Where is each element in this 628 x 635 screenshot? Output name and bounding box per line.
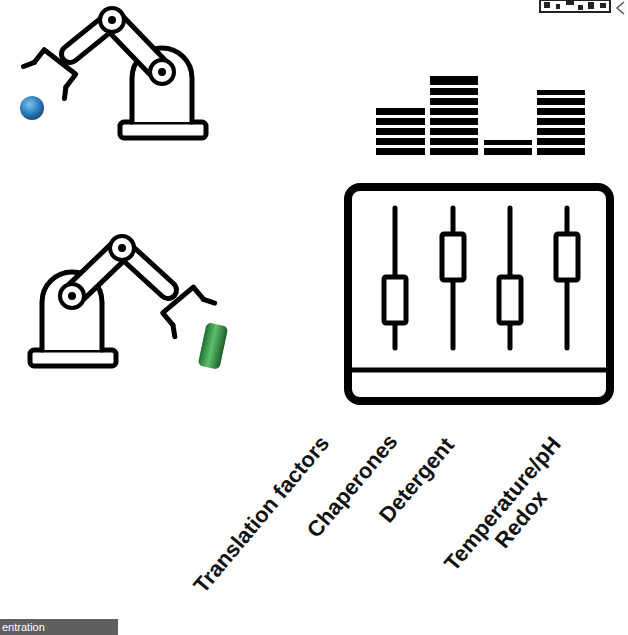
robot-joint (100, 8, 124, 32)
bar-column (484, 140, 532, 155)
bar-column (537, 90, 585, 155)
robot-joint-pin (158, 68, 166, 76)
level-bar (430, 88, 478, 95)
edge-mark (617, 2, 624, 14)
robot-joint (110, 236, 134, 260)
robot-arm (30, 236, 228, 370)
tab-text: entration (2, 619, 118, 635)
robot-joint-pin (68, 292, 76, 300)
level-bar (430, 148, 478, 155)
mixer-panel (348, 187, 610, 401)
gripper-finger (24, 59, 35, 71)
robot-base (120, 122, 206, 138)
level-bar (537, 138, 585, 145)
slider-knob (442, 234, 464, 280)
panel-divider (348, 368, 610, 373)
level-bar (376, 118, 425, 125)
robot-joint (150, 60, 174, 84)
axis-label: Temperature/pH Redox (439, 431, 585, 592)
robot-joint-pin (108, 16, 116, 24)
panel-frame (348, 187, 610, 401)
slider-knob (556, 234, 578, 280)
gripper-claw (163, 287, 204, 325)
gripper-finger (168, 325, 179, 337)
level-bar (430, 76, 478, 85)
qr-cell (556, 4, 560, 9)
gripper-finger (60, 87, 71, 99)
bar-column (430, 76, 478, 155)
slider-knob (384, 277, 406, 323)
level-bar (376, 138, 425, 145)
level-bar (537, 90, 585, 95)
level-bar (376, 148, 425, 155)
qr-cell (544, 2, 550, 8)
level-bar (537, 128, 585, 135)
bar-column (376, 108, 425, 155)
robot-arm (20, 8, 206, 138)
qr-cell (588, 2, 594, 9)
level-bar (430, 98, 478, 105)
level-bar (376, 108, 425, 115)
robot-joint (60, 284, 84, 308)
qr-cell (600, 3, 606, 8)
caption-tab: entration (0, 619, 118, 635)
level-bars (376, 76, 585, 155)
gripper-finger (204, 296, 215, 308)
level-bar (537, 108, 585, 115)
level-bar (484, 140, 532, 145)
robot-base (30, 350, 116, 366)
qr-cell (578, 5, 583, 10)
level-bar (376, 128, 425, 135)
level-bar (537, 118, 585, 125)
blue-sphere (20, 96, 44, 120)
robot-gripper (24, 46, 81, 99)
level-bar (430, 128, 478, 135)
robot-joint-pin (118, 244, 126, 252)
level-bar (537, 98, 585, 105)
qr-frame (540, 0, 610, 12)
slider-knob (499, 277, 521, 323)
cylinder-body (198, 322, 229, 370)
level-bar (537, 148, 585, 155)
green-cylinder (198, 322, 229, 370)
level-bar (484, 148, 532, 155)
gripper-claw (34, 50, 75, 87)
qr-cell (566, 1, 574, 5)
qr-code-fragment (540, 0, 624, 14)
level-bar (430, 108, 478, 115)
level-bar (430, 138, 478, 145)
level-bar (430, 118, 478, 125)
